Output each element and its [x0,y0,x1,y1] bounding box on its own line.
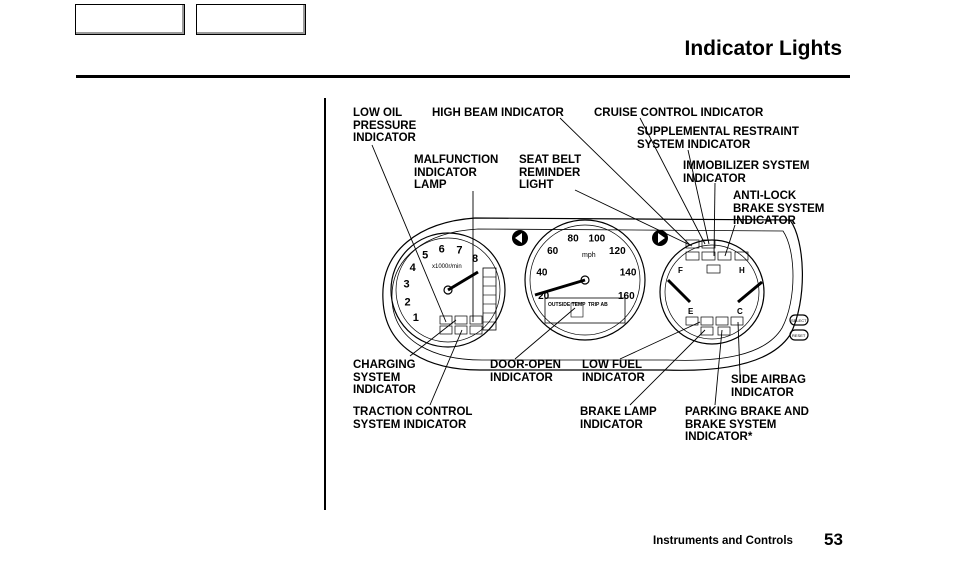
tach-number-8: 8 [472,253,478,265]
door-open-label: DOOR-OPEN INDICATOR [490,359,561,384]
select-button-label: SELECT [791,318,807,323]
speed-number-160: 160 [618,291,635,302]
column-divider [324,98,326,510]
page-title: Indicator Lights [684,37,843,60]
low-fuel-label: LOW FUEL INDICATOR [582,359,645,384]
srs-label: SUPPLEMENTAL RESTRAINT SYSTEM INDICATOR [637,126,799,151]
speed-number-80: 80 [568,234,580,245]
footer-section-title: Instruments and Controls [653,535,793,547]
tach-number-7: 7 [456,245,462,257]
parking-brake-label: PARKING BRAKE AND BRAKE SYSTEM INDICATOR… [685,406,809,443]
brake-lamp-label: BRAKE LAMP INDICATOR [580,406,657,431]
tach-number-3: 3 [403,279,409,291]
traction-control-label: TRACTION CONTROL SYSTEM INDICATOR [353,406,473,431]
reset-button-label: RESET [792,333,806,338]
speed-number-40: 40 [536,267,548,278]
malfunction-label: MALFUNCTION INDICATOR LAMP [414,154,499,191]
outside-temp-label: OUTSIDE TEMP [548,302,586,308]
seat-belt-label: SEAT BELT REMINDER LIGHT [519,154,582,191]
high-beam-label: HIGH BEAM INDICATOR [432,107,564,119]
tach-number-4: 4 [410,262,417,274]
fuel-empty-mark: E [688,307,694,316]
speed-number-20: 20 [538,291,550,302]
charging-system-label: CHARGING SYSTEM INDICATOR [353,359,416,396]
temp-hot-mark: H [739,266,745,275]
tach-number-1: 1 [413,312,419,324]
speed-number-60: 60 [547,246,559,257]
fuel-full-mark: F [678,266,683,275]
tach-number-6: 6 [439,244,445,256]
tach-unit: x1000r/min [432,264,462,270]
low-oil-pressure-label: LOW OIL PRESSURE INDICATOR [353,107,417,144]
speed-number-140: 140 [620,267,637,278]
nav-button-previous[interactable] [75,4,185,35]
speed-unit: mph [582,252,596,259]
side-airbag-label: SIDE AIRBAG INDICATOR [731,374,806,399]
cruise-control-label: CRUISE CONTROL INDICATOR [594,107,764,119]
page-number: 53 [824,530,843,549]
tach-number-5: 5 [422,250,428,262]
speed-number-120: 120 [609,246,626,257]
tach-number-2: 2 [405,296,411,308]
abs-label: ANTI-LOCK BRAKE SYSTEM INDICATOR [733,190,825,227]
trip-label: TRIP AB [588,302,608,308]
nav-button-next[interactable] [196,4,306,35]
title-rule [76,75,850,78]
temp-cold-mark: C [737,307,743,316]
immobilizer-label: IMMOBILIZER SYSTEM INDICATOR [683,160,810,185]
speed-number-100: 100 [589,234,606,245]
